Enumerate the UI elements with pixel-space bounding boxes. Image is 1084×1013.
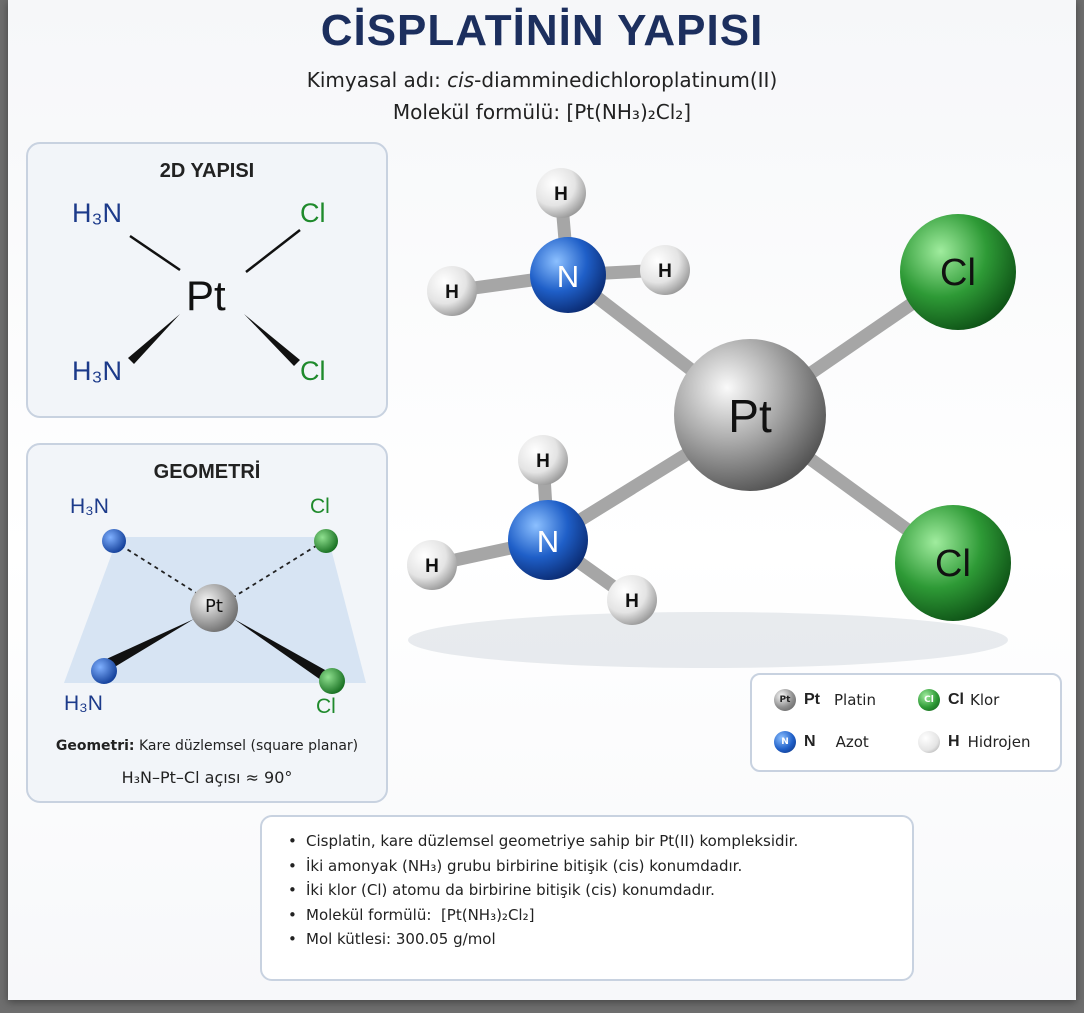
model-labels: H H H N H H H N Cl Cl Pt	[425, 184, 976, 612]
cl-atom-top	[900, 214, 1016, 330]
legend-cl-name: Klor	[970, 691, 1000, 709]
chemical-name-label: Kimyasal adı:	[306, 68, 448, 92]
ball-and-stick-model: H H H N H H H N Cl Cl Pt	[407, 168, 1016, 668]
bonds-2d	[128, 229, 301, 366]
panel-geometry: GEOMETRİ Pt H₃N Cl H₃N Cl Geometri: Kare…	[26, 443, 388, 803]
chemical-name: Kimyasal adı: cis-diamminedichloroplatin…	[8, 68, 1076, 92]
h-atom-3	[640, 245, 690, 295]
legend-cl-ball: Cl	[918, 689, 940, 711]
legend-item-cl: Cl Cl Klor	[918, 689, 999, 711]
legend-item-h: H Hidrojen	[918, 731, 1030, 753]
cl-atom-bottom	[895, 505, 1011, 621]
wedge-bond-2d-bottom-left	[128, 314, 180, 364]
geometry-description: Geometri: Kare düzlemsel (square planar)	[28, 738, 386, 754]
h-atom-1	[536, 168, 586, 218]
n-atom-bottom	[508, 500, 588, 580]
chemical-name-italic: cis	[447, 68, 475, 92]
pt-atom	[674, 339, 826, 491]
chemical-name-rest: -diamminedichloroplatinum(II)	[474, 68, 778, 92]
panel-2d-title: 2D YAPISI	[159, 160, 255, 182]
legend-cl-symbol: Cl	[948, 691, 964, 708]
cl-label-2d-bottom: Cl	[300, 356, 326, 386]
geometry-drawing	[64, 529, 366, 694]
note-formula-value: [Pt(NH₃)₂Cl₂]	[440, 905, 535, 924]
h-atom-4	[518, 435, 568, 485]
legend-n-name: Azot	[835, 733, 869, 751]
bond-2d-top-left	[129, 234, 181, 272]
n-atom-top	[530, 237, 606, 313]
legend-pt-ball: Pt	[774, 689, 796, 711]
legend-pt-symbol: Pt	[804, 691, 820, 708]
nh3-label-2d-bottom: H₃N	[72, 356, 122, 386]
geo-cl-top: Cl	[310, 495, 330, 518]
wedge-bond-geo-left	[102, 619, 194, 671]
h-atom-6	[607, 575, 657, 625]
note-item-4: Molekül formülü: [Pt(NH₃)₂Cl₂]	[288, 903, 912, 928]
cl-label-2d-top: Cl	[300, 198, 326, 228]
geo-cl-atom-top	[314, 529, 338, 553]
legend-item-pt: Pt Pt Platin	[774, 689, 876, 711]
formula-value: [Pt(NH₃)₂Cl₂]	[566, 100, 692, 124]
info-notes: Cisplatin, kare düzlemsel geometriye sah…	[260, 815, 914, 981]
note-item-1: Cisplatin, kare düzlemsel geometriye sah…	[288, 829, 912, 854]
legend-n-symbol: N	[804, 733, 816, 750]
note-item-3: İki klor (Cl) atomu da birbirine bitişik…	[288, 878, 912, 903]
h-label-1: H	[554, 184, 568, 205]
h-atom-2	[427, 266, 477, 316]
h-label-3: H	[658, 261, 672, 282]
poster: CİSPLATİNİN YAPISI Kimyasal adı: cis-dia…	[8, 0, 1076, 1000]
dashed-bond-top-right	[223, 540, 325, 604]
geo-nh3-bottom: H₃N	[64, 692, 103, 715]
geometry-description-value: Kare düzlemsel (square planar)	[134, 738, 359, 754]
model-shadow	[408, 612, 1008, 668]
bond-angle-text: H₃N–Pt–Cl açısı ≈ 90°	[121, 768, 293, 787]
geo-cl-atom-bottom	[319, 668, 345, 694]
wedge-bond-geo-right	[234, 619, 334, 685]
geo-nh3-top: H₃N	[70, 495, 109, 518]
h-label-2: H	[445, 282, 459, 303]
note-item-5: Mol kütlesi: 300.05 g/mol	[288, 927, 912, 952]
page-title: CİSPLATİNİN YAPISI	[320, 6, 764, 55]
notes-list: Cisplatin, kare düzlemsel geometriye sah…	[262, 817, 912, 952]
formula-label: Molekül formülü:	[392, 100, 567, 124]
geo-n-atom-top	[102, 529, 126, 553]
pt-label: Pt	[728, 390, 772, 442]
geo-pt-atom	[190, 584, 238, 632]
n-label-bottom: N	[537, 524, 559, 559]
panel-geometry-title: GEOMETRİ	[153, 461, 261, 483]
bond-2d-top-right	[245, 229, 301, 273]
legend-h-name: Hidrojen	[967, 733, 1031, 751]
nh3-label-2d-top: H₃N	[72, 198, 122, 228]
h-label-5: H	[425, 556, 439, 577]
h-label-6: H	[625, 591, 639, 612]
legend-n-ball: N	[774, 731, 796, 753]
h-atom-5	[407, 540, 457, 590]
geo-cl-bottom: Cl	[316, 695, 336, 718]
pt-label-2d: Pt	[186, 272, 226, 319]
wedge-bond-2d-bottom-right	[244, 314, 300, 366]
note-formula-label: Molekül formülü:	[306, 905, 432, 924]
legend-pt-name: Platin	[834, 691, 876, 709]
panel-2d-structure: 2D YAPISI Pt H₃N H₃N Cl Cl	[26, 142, 388, 418]
n-label-top: N	[557, 259, 579, 294]
atom-legend: Pt Pt Platin Cl Cl Klor N N Azot H Hidro…	[750, 673, 1062, 772]
molecular-formula: Molekül formülü: [Pt(NH₃)₂Cl₂]	[8, 100, 1076, 124]
geo-pt-label: Pt	[205, 596, 223, 617]
legend-item-n: N N Azot	[774, 731, 869, 753]
cl-label-bottom: Cl	[935, 543, 971, 585]
legend-h-symbol: H	[948, 733, 960, 750]
cl-label-top: Cl	[940, 252, 976, 294]
geometry-description-label: Geometri:	[55, 738, 135, 754]
legend-h-ball	[918, 731, 940, 753]
note-item-2: İki amonyak (NH₃) grubu birbirine bitişi…	[288, 854, 912, 879]
geo-n-atom-bottom	[91, 658, 117, 684]
h-label-4: H	[536, 451, 550, 472]
